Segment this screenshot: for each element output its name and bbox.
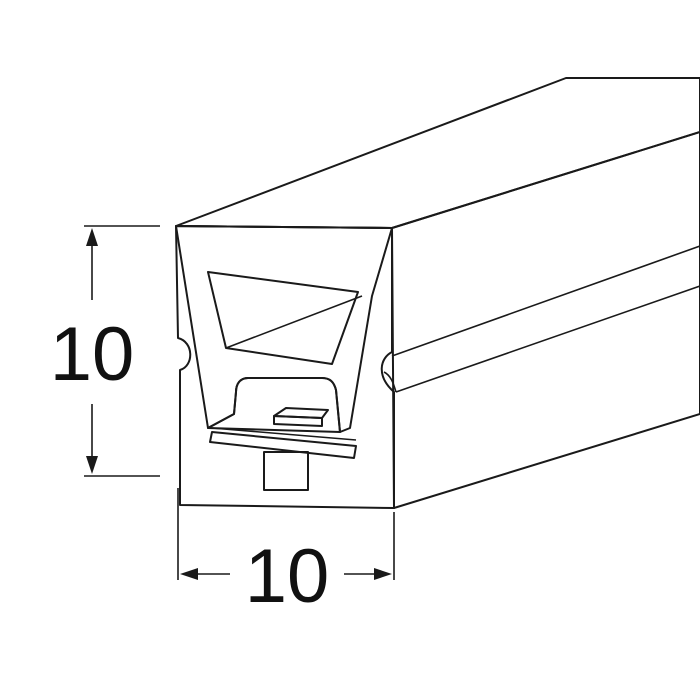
height-label: 10 xyxy=(50,312,135,397)
height-arrowhead-bottom xyxy=(86,456,98,474)
profile-front-face xyxy=(175,225,395,509)
width-arrowhead-left xyxy=(180,568,198,580)
height-arrowhead-top xyxy=(86,228,98,246)
pcb-strip xyxy=(209,431,357,459)
width-label: 10 xyxy=(245,534,330,619)
profile-top-face xyxy=(175,77,700,229)
upper-cavity xyxy=(207,271,359,365)
pcb-top-edge xyxy=(211,427,357,441)
bottom-slot xyxy=(263,451,309,491)
led-chip-base xyxy=(273,415,323,427)
width-arrowhead-right xyxy=(374,568,392,580)
profile-side-face xyxy=(391,131,700,509)
led-channel xyxy=(207,377,341,433)
cavity-depth-line xyxy=(225,295,363,349)
side-groove xyxy=(383,245,700,393)
cross-section xyxy=(175,225,393,433)
